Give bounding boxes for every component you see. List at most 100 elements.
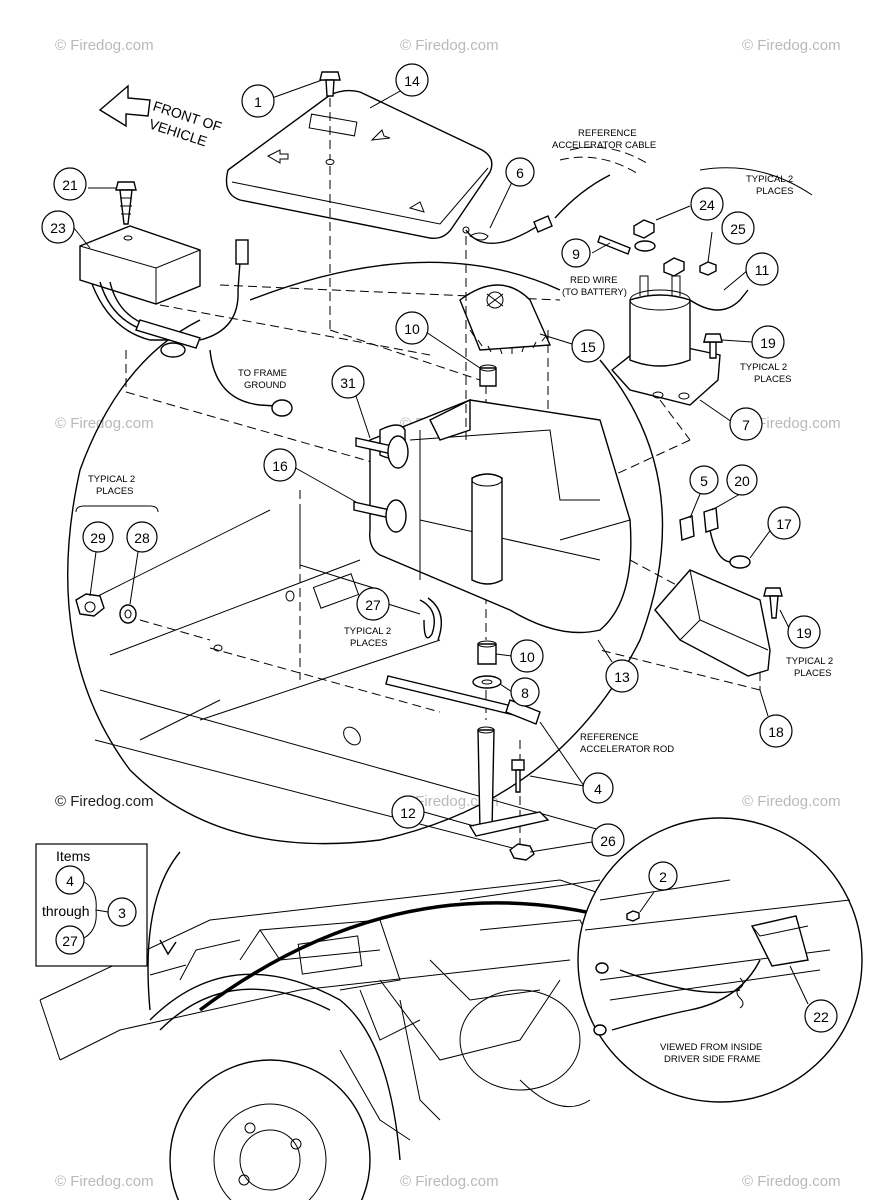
callout-6: 6 — [505, 157, 535, 187]
watermark: © Firedog.com — [400, 37, 499, 54]
terminal-block — [654, 507, 771, 677]
callout-13: 13 — [605, 659, 639, 693]
typical-label: TYPICAL 2 — [344, 626, 391, 637]
callout-4: 4 — [582, 772, 614, 804]
annotations: REFERENCE ACCELERATOR CABLE TYPICAL 2 PL… — [88, 128, 833, 1065]
vehicle-chassis — [39, 879, 621, 1200]
callout-number: 1 — [254, 94, 262, 110]
mounting-bracket — [369, 398, 632, 634]
callout-20: 20 — [726, 464, 758, 496]
bracket-line — [75, 505, 159, 513]
callout-number: 12 — [400, 805, 416, 821]
callout-number: 24 — [699, 197, 715, 213]
typical-label: PLACES — [794, 668, 832, 679]
callout-number: 10 — [404, 321, 420, 337]
watermark: © Firedog.com — [55, 415, 154, 432]
callout-number: 17 — [776, 516, 792, 532]
callout-number: 22 — [813, 1009, 829, 1025]
callout-number: 21 — [62, 177, 78, 193]
callout-number: 31 — [340, 375, 356, 391]
callout-number: 18 — [768, 724, 784, 740]
callout-10: 10 — [510, 639, 544, 673]
typical-label: TYPICAL 2 — [786, 656, 833, 667]
controller-cover — [225, 89, 493, 239]
callout-number: 10 — [519, 649, 535, 665]
watermarks: © Firedog.com © Firedog.com © Firedog.co… — [55, 37, 841, 1190]
magnifier-circle — [67, 261, 664, 1011]
callout-number: 29 — [90, 530, 106, 546]
callout-15: 15 — [571, 329, 605, 363]
red-wire-label: RED WIRE — [570, 275, 618, 286]
callout-27: 27 — [356, 587, 390, 621]
ref-cable-label: REFERENCE — [578, 128, 637, 139]
callout-7: 7 — [729, 407, 763, 441]
typical-label: TYPICAL 2 — [740, 362, 787, 373]
control-module — [79, 225, 293, 417]
detail-circle — [577, 817, 863, 1103]
callout-number: 5 — [700, 473, 708, 489]
callout-19: 19 — [787, 615, 821, 649]
viewed-from-label: VIEWED FROM INSIDE — [660, 1042, 762, 1053]
callout-number: 20 — [734, 473, 750, 489]
callout-number: 6 — [516, 165, 524, 181]
callout-5: 5 — [689, 465, 719, 495]
spacer — [479, 364, 497, 387]
nut-and-washer — [75, 593, 137, 624]
callout-number: 8 — [521, 685, 529, 701]
callout-12: 12 — [391, 795, 425, 829]
callout-number: 28 — [134, 530, 150, 546]
front-arrow: FRONT OF VEHICLE — [98, 84, 224, 149]
frame-ground-label: GROUND — [244, 380, 286, 391]
indicator-arrow — [159, 939, 177, 956]
callout-23: 23 — [41, 210, 75, 244]
callout-26: 26 — [591, 823, 625, 857]
legend-box: Items through 4 27 3 — [35, 843, 148, 967]
watermark: © Firedog.com — [400, 793, 499, 810]
bolt — [353, 499, 407, 533]
callout-number: 27 — [365, 597, 381, 613]
viewed-from-label: DRIVER SIDE FRAME — [664, 1054, 761, 1065]
legend-items-label: Items — [56, 848, 90, 864]
ref-cable-label: ACCELERATOR CABLE — [552, 140, 656, 151]
callout-28: 28 — [126, 521, 158, 553]
callout-number: 23 — [50, 220, 66, 236]
callout-number: 7 — [742, 417, 750, 433]
red-wire-label: (TO BATTERY) — [562, 287, 627, 298]
watermark: © Firedog.com — [55, 1173, 154, 1190]
callout-17: 17 — [767, 506, 801, 540]
ref-rod-label: REFERENCE — [580, 732, 639, 743]
frame-outline — [89, 509, 601, 851]
typical-label: PLACES — [350, 638, 388, 649]
callout-number: 15 — [580, 339, 596, 355]
callout-leaders — [73, 79, 809, 1005]
washer — [472, 675, 502, 689]
callout-1: 1 — [241, 84, 275, 118]
watermark: © Firedog.com — [55, 37, 154, 54]
callout-24: 24 — [690, 187, 724, 221]
legend-to-number: 27 — [62, 933, 78, 949]
callout-16: 16 — [263, 448, 297, 482]
legend-result-number: 3 — [118, 905, 126, 921]
watermark: © Firedog.com — [742, 1173, 841, 1190]
ref-rod-label: ACCELERATOR ROD — [580, 744, 674, 755]
watermark: © Firedog.com — [55, 793, 154, 810]
watermark: © Firedog.com — [742, 793, 841, 810]
callout-22: 22 — [804, 999, 838, 1033]
callout-number: 26 — [600, 833, 616, 849]
legend-through-label: through — [42, 903, 89, 919]
callout-9: 9 — [561, 238, 591, 268]
screw — [763, 587, 783, 619]
callout-19: 19 — [751, 325, 785, 359]
callout-number: 25 — [730, 221, 746, 237]
typical-label: PLACES — [96, 486, 134, 497]
callouts: 1 14 6 24 9 25 11 21 23 10 15 19 31 7 16… — [41, 63, 838, 1033]
callout-25: 25 — [721, 211, 755, 245]
typical-label: PLACES — [754, 374, 792, 385]
indicator-arrow — [198, 901, 621, 1012]
callout-21: 21 — [53, 167, 87, 201]
callout-18: 18 — [759, 714, 793, 748]
frame-ground-label: TO FRAME — [238, 368, 287, 379]
legend-from-number: 4 — [66, 873, 74, 889]
callout-number: 14 — [404, 73, 420, 89]
typical-label: PLACES — [756, 186, 794, 197]
